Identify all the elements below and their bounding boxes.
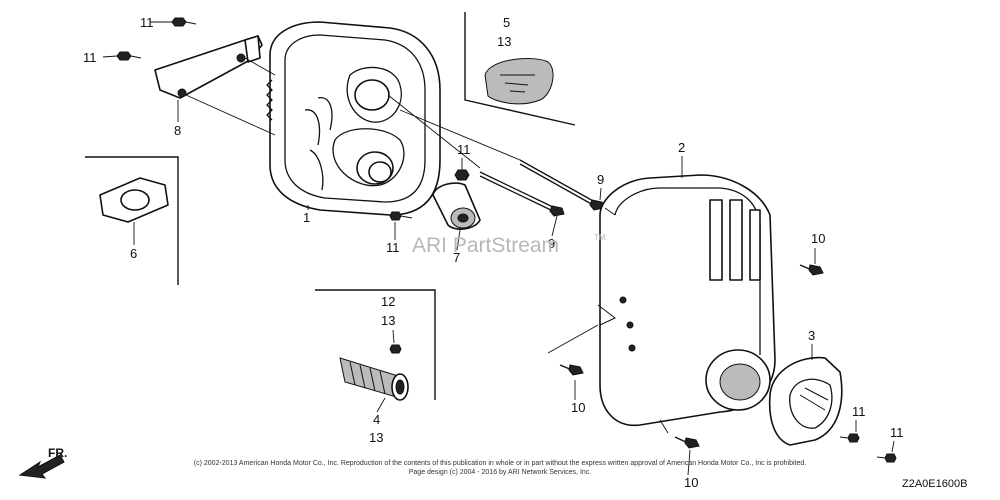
exhaust-gasket[interactable] [99, 177, 169, 223]
screw-arrester[interactable] [389, 344, 402, 354]
muffler-protector-plate[interactable] [484, 57, 554, 105]
muffler-body[interactable] [266, 21, 441, 216]
watermark-trademark: TM [594, 233, 606, 242]
gasket-box [464, 12, 576, 126]
screw-deflector-a[interactable] [839, 433, 860, 443]
exhaust-deflector[interactable] [768, 356, 843, 446]
callout-13c: 13 [369, 430, 383, 445]
bolt-left-bracket[interactable] [116, 51, 142, 61]
callout-ticks [102, 21, 895, 476]
nut-center[interactable] [454, 169, 470, 181]
copyright-line-1: (c) 2002-2013 American Honda Motor Co., … [194, 460, 806, 467]
callout-11b: 11 [83, 50, 97, 65]
long-bolt-a[interactable] [479, 171, 565, 217]
bolt-protector-bottom[interactable] [674, 436, 700, 449]
leader-lines [185, 57, 669, 434]
bolt-protector-right[interactable] [799, 264, 824, 276]
callout-11c: 11 [457, 142, 471, 157]
watermark-text: ARI PartStream [412, 234, 559, 257]
screw-deflector-b[interactable] [876, 453, 897, 463]
muffler-bracket[interactable] [154, 35, 263, 99]
bolt-top-bracket[interactable] [171, 17, 197, 27]
callout-9b: 9 [548, 236, 555, 251]
callout-3: 3 [808, 328, 815, 343]
callout-12: 12 [381, 294, 395, 309]
ari-watermark: ARI PartStream TM [412, 233, 606, 257]
callout-13a: 13 [497, 34, 511, 49]
callout-10b: 10 [571, 400, 585, 415]
spark-arrester-box [315, 289, 436, 400]
callout-5: 5 [503, 15, 510, 30]
callout-labels: 1 2 3 4 5 6 7 8 9 9 10 10 10 11 11 11 11… [83, 15, 904, 490]
callout-11a: 11 [140, 15, 154, 30]
screw-center[interactable] [389, 211, 413, 221]
diagram-code: Z2A0E1600B [902, 478, 967, 490]
spark-arrester[interactable] [339, 357, 409, 401]
callout-8: 8 [174, 123, 181, 138]
copyright-line-2: Page design (c) 2004 - 2016 by ARI Netwo… [409, 469, 592, 476]
callout-2: 2 [678, 140, 685, 155]
callout-9a: 9 [597, 172, 604, 187]
bolt-protector-left[interactable] [559, 364, 584, 376]
callout-1: 1 [303, 210, 310, 225]
callout-11e: 11 [852, 404, 866, 419]
callout-11d: 11 [386, 240, 400, 255]
callout-11f: 11 [890, 425, 904, 440]
long-bolt-b[interactable] [519, 159, 605, 211]
spark-arrester-joint[interactable] [432, 182, 481, 230]
muffler-protector[interactable] [597, 174, 776, 427]
callout-13b: 13 [381, 313, 395, 328]
callout-6: 6 [130, 246, 137, 261]
front-arrow-icon [18, 454, 65, 479]
callout-10a: 10 [811, 231, 825, 246]
gasket-box-left [85, 156, 179, 285]
copyright-block: (c) 2002-2013 American Honda Motor Co., … [194, 460, 806, 476]
callout-7: 7 [453, 250, 460, 265]
callout-4: 4 [373, 412, 380, 427]
front-label: FR. [48, 446, 67, 460]
front-direction-indicator: FR. [18, 446, 67, 479]
callout-10c: 10 [684, 475, 698, 490]
